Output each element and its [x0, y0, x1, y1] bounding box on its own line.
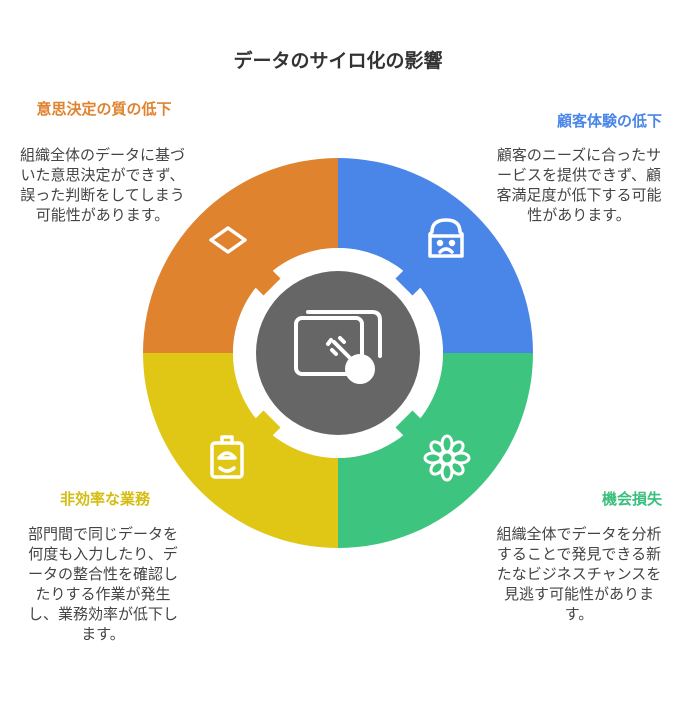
diamond-icon — [209, 226, 247, 254]
inefficient-work-text: 部門間で同じデータを何度も入力したり、データの整合性を確認したりする作業が発生し… — [27, 525, 178, 643]
worker-badge-icon — [210, 435, 244, 479]
inefficient-work-heading: 非効率な業務 — [59, 490, 150, 508]
customer-experience-text: 顧客のニーズに合ったサービスを提供できず、顧客満足度が低下する可能性があります。 — [496, 146, 662, 224]
diagram-title: データのサイロ化の影響 — [233, 50, 443, 72]
flower-icon — [423, 434, 471, 482]
decision-quality-heading: 意思決定の質の低下 — [36, 100, 172, 118]
lost-opportunity-heading: 機会損失 — [601, 490, 662, 508]
lost-opportunity-text: 組織全体でデータを分析することで発見できる新たなビジネスチャンスを見逃す可能性が… — [496, 525, 662, 623]
segment-decision-quality — [143, 158, 338, 353]
center-hub — [256, 271, 420, 435]
segment-lost-opportunity — [338, 353, 533, 548]
click-pointer-icon — [294, 310, 382, 384]
sad-face-icon — [428, 218, 464, 258]
connector-diagonals — [241, 256, 435, 450]
decision-quality-text: 組織全体のデータに基づいた意思決定ができず、誤った判断をしてしまう可能性がありま… — [20, 146, 186, 224]
customer-experience-heading: 顧客体験の低下 — [556, 112, 662, 130]
